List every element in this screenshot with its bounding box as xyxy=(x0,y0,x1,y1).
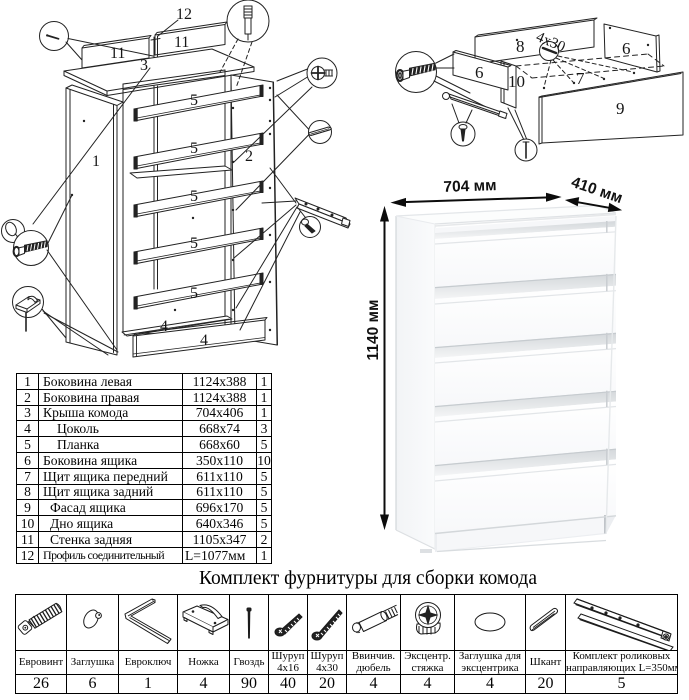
svg-text:7: 7 xyxy=(576,69,585,88)
svg-text:6: 6 xyxy=(622,39,631,58)
svg-text:8: 8 xyxy=(516,37,525,56)
svg-text:4: 4 xyxy=(200,332,208,349)
svg-text:12: 12 xyxy=(176,6,192,23)
svg-text:9: 9 xyxy=(616,99,625,118)
svg-text:6: 6 xyxy=(475,63,484,82)
svg-text:1140 мм: 1140 мм xyxy=(365,300,382,361)
svg-text:3: 3 xyxy=(140,57,148,74)
svg-text:1: 1 xyxy=(92,153,100,170)
svg-text:11: 11 xyxy=(110,45,125,62)
svg-text:5: 5 xyxy=(190,285,198,302)
svg-text:5: 5 xyxy=(190,235,198,252)
svg-text:2: 2 xyxy=(245,148,253,165)
svg-text:5: 5 xyxy=(190,140,198,157)
svg-text:5: 5 xyxy=(190,92,198,109)
svg-text:11: 11 xyxy=(174,34,189,51)
svg-text:10: 10 xyxy=(508,72,525,91)
svg-text:704 мм: 704 мм xyxy=(443,177,497,196)
svg-text:4: 4 xyxy=(160,318,168,335)
svg-text:5: 5 xyxy=(190,188,198,205)
